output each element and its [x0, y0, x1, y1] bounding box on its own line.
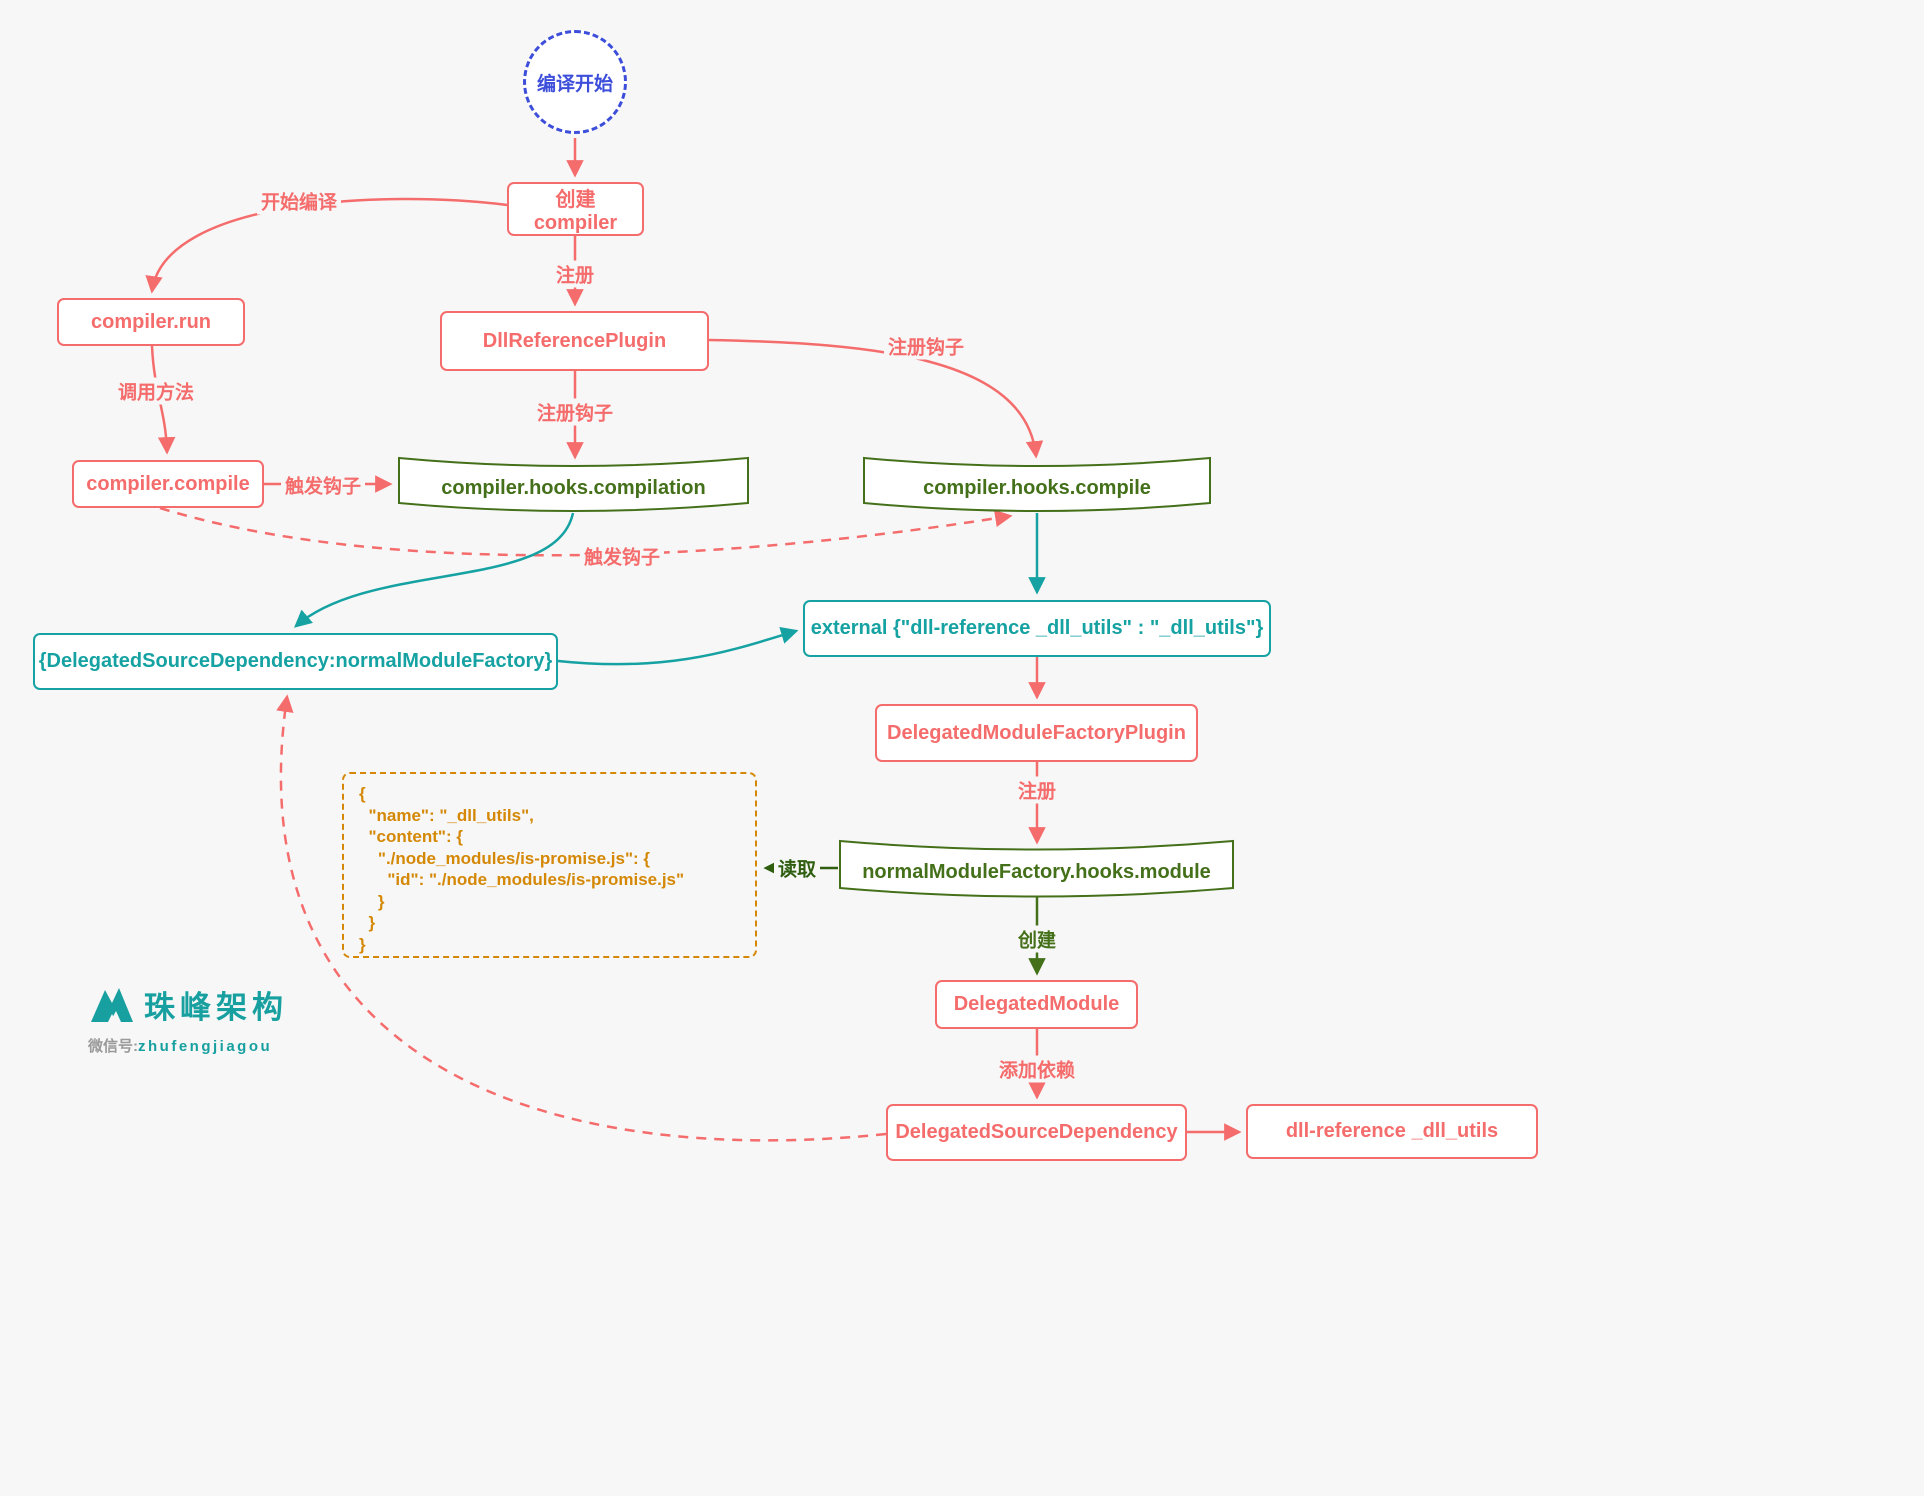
edge-label-call-method: 调用方法 — [113, 377, 199, 405]
node-nmf-hooks-module: normalModuleFactory.hooks.module — [838, 836, 1235, 900]
edge-label-start-compiling: 开始编译 — [256, 187, 342, 215]
edge-label-register-top: 注册 — [551, 260, 599, 288]
edge-label-read: 读取 — [773, 854, 821, 882]
manifest-line: "id": "./node_modules/is-promise.js" — [359, 870, 685, 889]
edge-dsd-dashed-to-delegated-map — [276, 694, 887, 1142]
node-start: 编译开始 — [523, 30, 627, 134]
node-delegated-module: DelegatedModule — [935, 980, 1138, 1029]
hook-shape — [839, 839, 1234, 898]
edge-hooks-compilation-to-delegated-map — [294, 512, 575, 628]
wechat-label: 微信号: — [88, 1038, 138, 1055]
node-external-mapping: external {"dll-reference _dll_utils" : "… — [803, 600, 1271, 657]
zhufeng-logo: 珠峰架构 微信号:zhufengjiagou — [88, 982, 288, 1056]
node-delegated-source-dependency: DelegatedSourceDependency — [886, 1104, 1187, 1161]
manifest-json-box: { "name": "_dll_utils", "content": { "./… — [342, 772, 757, 958]
manifest-line: "./node_modules/is-promise.js": { — [359, 848, 651, 868]
edge-label-register-hook-right: 注册钩子 — [883, 332, 969, 360]
node-delegated-factory-map: {DelegatedSourceDependency:normalModuleF… — [33, 633, 558, 690]
mountain-icon — [91, 987, 133, 1022]
edge-label-create: 创建 — [1013, 925, 1061, 953]
node-start-label: 编译开始 — [536, 73, 613, 95]
node-compiler-hooks-compile-label: compiler.hooks.compile — [923, 476, 1151, 499]
edge-label-trigger-hook-solid: 触发钩子 — [280, 471, 366, 499]
node-create-compiler: 创建 compiler — [507, 182, 644, 236]
node-nmf-hooks-module-label: normalModuleFactory.hooks.module — [862, 860, 1211, 883]
manifest-line: } — [359, 913, 376, 932]
hook-shape — [398, 456, 749, 512]
edge-label-add-dependency: 添加依赖 — [994, 1055, 1080, 1083]
node-compiler-hooks-compilation-label: compiler.hooks.compilation — [441, 476, 706, 499]
manifest-line: } — [359, 891, 385, 911]
wechat-id: zhufengjiagou — [138, 1038, 273, 1055]
brand-name: 珠峰架构 — [144, 990, 288, 1025]
node-compiler-run: compiler.run — [57, 298, 245, 346]
edge-label-trigger-hook-dashed: 触发钩子 — [579, 542, 665, 570]
edge-dll-plugin-to-hooks-compile — [708, 338, 1044, 459]
hook-shape — [863, 456, 1211, 512]
manifest-line: "name": "_dll_utils", — [359, 805, 534, 825]
node-dll-reference-dll-utils: dll-reference _dll_utils — [1246, 1104, 1538, 1159]
node-compiler-hooks-compilation: compiler.hooks.compilation — [397, 453, 750, 515]
edge-label-register-bottom: 注册 — [1013, 776, 1061, 804]
node-compiler-hooks-compile: compiler.hooks.compile — [862, 453, 1212, 515]
wechat-line: 微信号:zhufengjiagou — [88, 1035, 288, 1056]
node-delegated-module-factory-plugin: DelegatedModuleFactoryPlugin — [875, 704, 1198, 762]
edge-compiler-compile-dashed-to-hooks-compile — [159, 506, 1013, 557]
node-compiler-compile: compiler.compile — [72, 460, 264, 508]
manifest-line: "content": { — [359, 827, 463, 846]
manifest-line: { — [359, 784, 366, 803]
manifest-line: } — [359, 934, 366, 954]
edge-label-register-hook-left: 注册钩子 — [532, 398, 618, 426]
node-dll-reference-plugin: DllReferencePlugin — [440, 311, 709, 371]
edge-delegated-map-to-external — [557, 626, 799, 666]
